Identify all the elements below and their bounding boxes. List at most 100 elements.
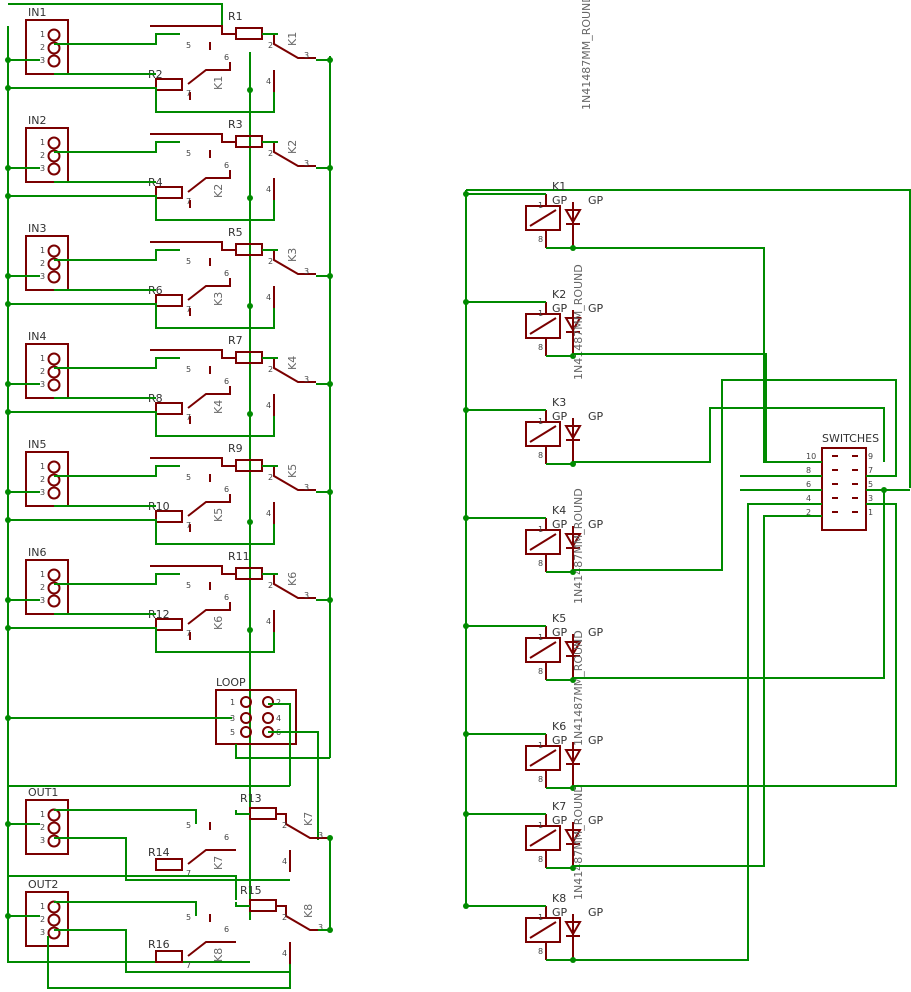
pin-number: 5 bbox=[186, 365, 191, 374]
resistor-label: R3 bbox=[228, 118, 243, 131]
connector-pin bbox=[47, 900, 61, 914]
resistor-label: R9 bbox=[228, 442, 243, 455]
connector-label: OUT1 bbox=[28, 786, 58, 799]
relay-label: K4 bbox=[552, 504, 566, 517]
connector-pin bbox=[47, 136, 61, 150]
connector-pin bbox=[47, 41, 61, 55]
wire bbox=[54, 901, 197, 916]
resistor-label: R5 bbox=[228, 226, 243, 239]
pin-number: 1 bbox=[538, 201, 543, 210]
pin-number: 6 bbox=[224, 161, 229, 170]
connector-label: IN1 bbox=[28, 6, 46, 19]
junction-dot bbox=[327, 597, 333, 603]
pin-number: 3 bbox=[318, 831, 323, 840]
wire bbox=[8, 3, 223, 26]
relay-label: K2 bbox=[286, 140, 299, 154]
connector-body bbox=[25, 19, 69, 75]
switches-body bbox=[821, 447, 867, 531]
junction-dot bbox=[463, 623, 469, 629]
junction-dot bbox=[5, 821, 11, 827]
junction-dot bbox=[5, 517, 11, 523]
pin-number: 8 bbox=[538, 667, 543, 676]
junction-dot bbox=[247, 195, 253, 201]
pin-number: 4 bbox=[266, 617, 271, 626]
pin-number: 6 bbox=[224, 485, 229, 494]
wire bbox=[235, 810, 250, 815]
connector-pin bbox=[47, 149, 61, 163]
junction-dot bbox=[5, 85, 11, 91]
connector-label: IN2 bbox=[28, 114, 46, 127]
pin-number: 8 bbox=[538, 559, 543, 568]
resistor-label: R1 bbox=[228, 10, 243, 23]
connector-pin bbox=[47, 473, 61, 487]
pin-number: 1 bbox=[230, 698, 235, 707]
pin-number: 2 bbox=[806, 508, 811, 517]
diode-label: 1N41487MM_ROUND bbox=[572, 488, 585, 604]
pin-number: 1 bbox=[40, 902, 45, 911]
wire bbox=[54, 249, 180, 261]
connector-pin bbox=[47, 460, 61, 474]
pin-number: 2 bbox=[268, 581, 273, 590]
relay-label: K2 bbox=[552, 288, 566, 301]
loop-pin bbox=[240, 726, 252, 738]
pin-number: 10 bbox=[806, 452, 816, 461]
connector-pin bbox=[47, 834, 61, 848]
wire bbox=[47, 936, 291, 989]
junction-dot bbox=[327, 273, 333, 279]
resistor-label: R16 bbox=[148, 938, 170, 951]
connector-pin bbox=[47, 365, 61, 379]
pin-number: 8 bbox=[538, 947, 543, 956]
pin-number: 5 bbox=[186, 913, 191, 922]
relay-label: K8 bbox=[212, 948, 225, 962]
pin-number: 1 bbox=[538, 821, 543, 830]
coil-body bbox=[525, 313, 561, 339]
wire bbox=[54, 837, 290, 881]
pin-number: 2 bbox=[40, 259, 45, 268]
connector-pin bbox=[47, 821, 61, 835]
wire bbox=[318, 840, 331, 931]
gp-label: GP bbox=[588, 814, 604, 827]
relay-label: K3 bbox=[552, 396, 566, 409]
pin-number: 7 bbox=[186, 413, 191, 422]
loop-pin bbox=[240, 712, 252, 724]
pin-number: 9 bbox=[868, 452, 873, 461]
connector-label: IN3 bbox=[28, 222, 46, 235]
pin-number: 7 bbox=[186, 305, 191, 314]
pin-number: 2 bbox=[40, 475, 45, 484]
pin-number: 1 bbox=[40, 462, 45, 471]
contact-arm bbox=[276, 905, 330, 931]
resistor-bottom bbox=[155, 858, 183, 871]
resistor-label: R11 bbox=[228, 550, 250, 563]
relay-label: K6 bbox=[552, 720, 566, 733]
relay-label: K6 bbox=[286, 572, 299, 586]
relay-label: K7 bbox=[552, 800, 566, 813]
resistor-bottom bbox=[155, 402, 183, 415]
pin-number: 4 bbox=[266, 185, 271, 194]
junction-dot bbox=[327, 165, 333, 171]
resistor-bottom bbox=[155, 950, 183, 963]
pin-number: 1 bbox=[538, 633, 543, 642]
junction-dot bbox=[5, 273, 11, 279]
junction-dot bbox=[5, 301, 11, 307]
pin-number: 6 bbox=[806, 480, 811, 489]
pin-number: 8 bbox=[806, 466, 811, 475]
resistor-top bbox=[249, 899, 277, 912]
relay-label: K3 bbox=[286, 248, 299, 262]
wire bbox=[573, 353, 767, 462]
pin-number: 2 bbox=[282, 821, 287, 830]
pin-number: 4 bbox=[266, 77, 271, 86]
contact-arm bbox=[187, 278, 231, 301]
pin-number: 1 bbox=[40, 570, 45, 579]
coil-slash bbox=[529, 641, 557, 659]
pin-number: 3 bbox=[40, 56, 45, 65]
contact-lead bbox=[150, 565, 236, 575]
relay-label: K5 bbox=[552, 612, 566, 625]
wire bbox=[54, 929, 290, 973]
coil-slash bbox=[529, 209, 557, 227]
relay-label: K7 bbox=[212, 856, 225, 870]
